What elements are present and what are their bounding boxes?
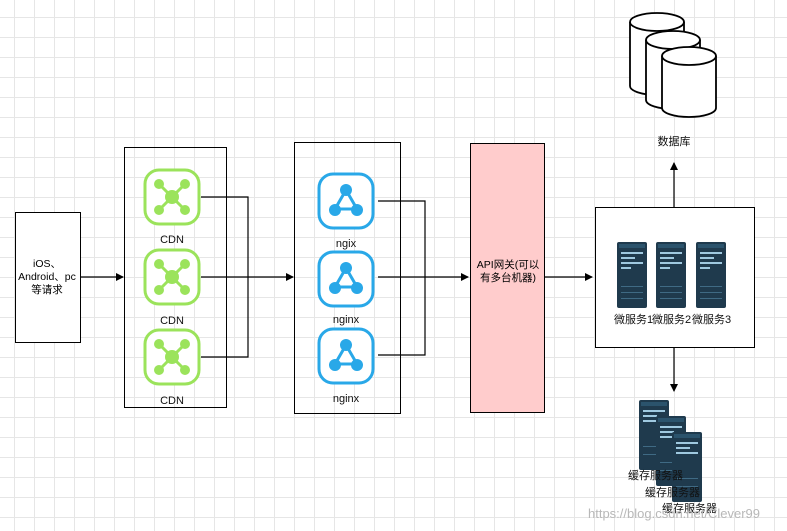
cache-label-2: 缓存服务器 [645, 487, 700, 499]
client-box [15, 212, 81, 343]
client-label: iOS、Android、pc等请求 [18, 258, 76, 296]
nginx-group-box [294, 142, 401, 414]
cdn-label-1: CDN [160, 234, 184, 246]
microservice-label-1: 微服务1 [614, 314, 654, 326]
cdn-label-2: CDN [160, 315, 184, 327]
cdn-network-node-icon [143, 168, 201, 226]
server-rack-icon [617, 242, 647, 308]
server-rack-icon [696, 242, 726, 308]
watermark-text: https://blog.csdn.net/Clever99 [588, 506, 760, 521]
cdn-group-box [124, 147, 227, 408]
nginx-label-1: ngix [335, 238, 357, 250]
api-gateway-box [470, 143, 545, 413]
line-nginx1-merge [378, 200, 426, 277]
microservice-label-3: 微服务3 [692, 314, 732, 326]
line-cdn3-merge [201, 277, 249, 358]
database-cylinder-icon [629, 12, 717, 118]
nginx-label-2: nginx [332, 314, 360, 326]
line-cdn1-merge [201, 196, 249, 277]
cdn-network-node-icon [143, 328, 201, 386]
nginx-share-node-icon [317, 172, 375, 230]
microservice-label-2: 微服务2 [652, 314, 692, 326]
api-gateway-label: API网关(可以有多台机器) [476, 259, 540, 284]
server-rack-icon [656, 242, 686, 308]
cdn-network-node-icon [143, 248, 201, 306]
nginx-label-3: nginx [332, 393, 360, 405]
cdn-label-3: CDN [160, 395, 184, 407]
line-nginx3-merge [378, 277, 426, 356]
server-rack-icon [672, 432, 702, 502]
database-label: 数据库 [657, 136, 691, 148]
nginx-share-node-icon [317, 250, 375, 308]
cache-label-3: 缓存服务器 [662, 503, 717, 515]
cache-label-1: 缓存服务器 [628, 470, 683, 482]
nginx-share-node-icon [317, 327, 375, 385]
